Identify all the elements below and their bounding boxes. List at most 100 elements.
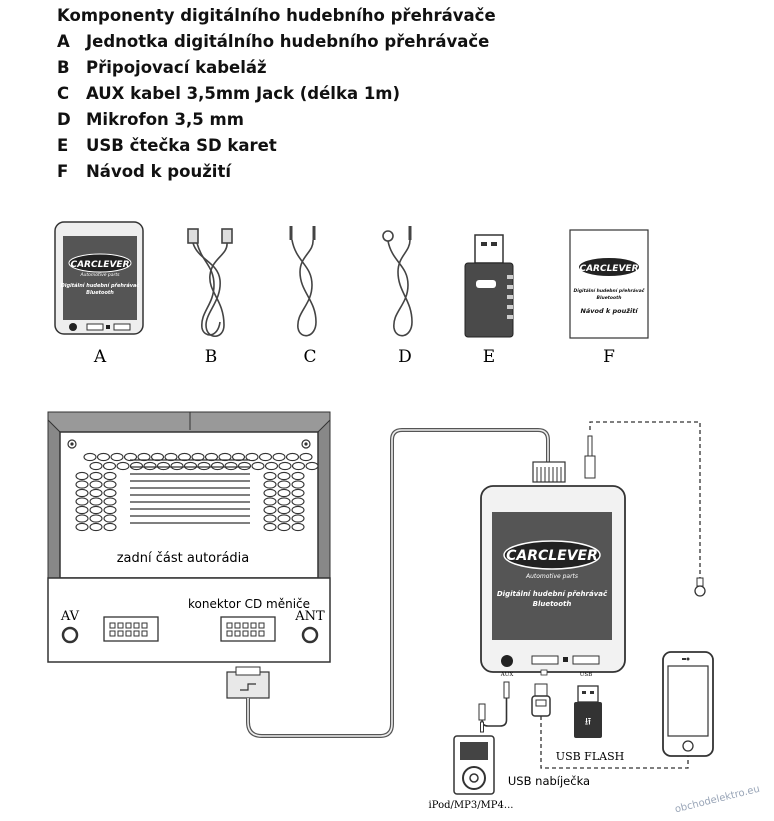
ipod-label: iPod/MP3/MP4... xyxy=(429,800,514,811)
vent-hole xyxy=(272,452,286,462)
vent-hole xyxy=(224,461,238,471)
vent-hole xyxy=(75,480,89,489)
label-a: A xyxy=(93,347,107,367)
vent-hole xyxy=(89,480,103,489)
unit-label-small-line1: Digitální hudební přehrávač xyxy=(61,282,141,289)
ipod-icon xyxy=(453,735,495,795)
vent-hole xyxy=(143,461,157,471)
manual-logo: CARCLEVER xyxy=(579,264,638,274)
unit-label-small-line2: Bluetooth xyxy=(86,290,114,296)
vent-hole xyxy=(75,514,89,523)
vent-hole xyxy=(299,452,313,462)
vent-hole xyxy=(102,461,117,471)
list-item: A Jednotka digitálního hudebního přehráva… xyxy=(57,32,489,58)
vent-hole xyxy=(210,461,225,471)
manual-line1: Digitální hudební přehrávač xyxy=(574,287,645,294)
usb-port xyxy=(572,655,600,665)
page-title: Komponenty digitálního hudebního přehráv… xyxy=(57,6,496,25)
vent-hole xyxy=(277,480,291,489)
charger-port-icon xyxy=(540,669,548,676)
usb-flash-icon: ⭿ xyxy=(574,685,602,738)
component-c-aux-cable xyxy=(289,226,317,337)
antenna-port xyxy=(301,626,319,644)
vent-hole xyxy=(263,497,277,506)
item-letter: A xyxy=(57,32,70,51)
vent-hole xyxy=(305,461,319,471)
vent-hole xyxy=(103,514,117,523)
unit-label-line1: Digitální hudební přehrávač xyxy=(497,590,608,598)
vent-hole xyxy=(263,471,277,481)
vent-hole xyxy=(103,522,117,532)
vent-hole xyxy=(291,514,305,523)
vent-hole xyxy=(263,522,277,532)
vent-hole xyxy=(89,505,103,515)
vent-hole xyxy=(89,471,103,481)
manual-line2: Bluetooth xyxy=(597,295,622,301)
vent-hole xyxy=(291,505,305,515)
component-d-microphone xyxy=(382,226,413,337)
aux-port xyxy=(501,655,513,667)
vent-hole xyxy=(89,497,103,506)
usb-charger-label: USB nabíječka xyxy=(508,774,590,788)
usb-symbol-icon: ⭿ xyxy=(585,717,591,728)
usb-port-label: USB xyxy=(580,672,592,678)
vent-hole xyxy=(263,488,277,498)
unit-brand-tagline: Automotive parts xyxy=(525,573,578,580)
vent-hole xyxy=(103,505,117,515)
item-letter: B xyxy=(57,58,70,77)
vent-hole xyxy=(129,461,144,471)
unit-brand-logo: CARCLEVER xyxy=(506,548,598,564)
vent-hole xyxy=(285,452,300,462)
vent-hole xyxy=(103,497,117,506)
radio-back-label: zadní část autorádia xyxy=(117,551,250,566)
component-f-manual: CARCLEVER Digitální hudební přehrávač Bl… xyxy=(569,229,649,339)
vent-hole xyxy=(75,522,89,532)
list-item: B Připojovací kabeláž xyxy=(57,58,489,84)
microphone-icon xyxy=(694,585,706,597)
vent-hole xyxy=(237,461,252,471)
car-radio: zadní část autorádia AV konektor CD měni… xyxy=(47,411,331,663)
av-label: AV xyxy=(60,609,80,624)
av-port xyxy=(61,626,79,644)
vent-hole xyxy=(103,488,117,498)
component-b-harness-cable xyxy=(187,228,233,338)
item-letter: C xyxy=(57,84,70,103)
iso-connector xyxy=(103,616,159,642)
item-text: Jednotka digitálního hudebního přehrávač… xyxy=(86,32,490,51)
vent-hole xyxy=(277,514,291,523)
vent-hole xyxy=(291,471,305,481)
vent-hole xyxy=(156,461,171,471)
aux-port-label: AUX xyxy=(500,672,514,678)
vent-hole xyxy=(278,461,292,471)
item-text: Připojovací kabeláž xyxy=(86,58,267,77)
player-unit: CARCLEVER Automotive parts Digitální hud… xyxy=(480,485,626,678)
vent-hole xyxy=(197,461,211,471)
cd-connector-label: konektor CD měniče xyxy=(188,597,310,611)
vent-hole xyxy=(258,452,273,462)
vent-hole xyxy=(89,514,103,523)
unit-harness-connector xyxy=(532,461,566,483)
item-text: Mikrofon 3,5 mm xyxy=(86,110,244,129)
vent-hole xyxy=(75,505,89,515)
manual-title: Návod k použití xyxy=(580,307,639,315)
label-d: D xyxy=(398,347,412,367)
cd-connector-plug xyxy=(226,666,270,699)
brand-logo-small: CARCLEVER xyxy=(70,260,129,270)
watermark: obchodelektro.eu xyxy=(674,784,761,816)
vent-hole xyxy=(277,522,291,532)
ant-label: ANT xyxy=(294,609,325,624)
vent-hole xyxy=(116,461,130,471)
vent-hole xyxy=(75,471,89,481)
item-text: AUX kabel 3,5mm Jack (délka 1m) xyxy=(86,84,401,103)
item-letter: E xyxy=(57,136,69,155)
charger-port xyxy=(531,655,559,665)
vent-hole xyxy=(103,471,117,481)
vent-hole xyxy=(110,452,124,462)
component-e-usb-reader xyxy=(464,234,514,338)
vent-hole xyxy=(245,452,259,462)
item-letter: F xyxy=(57,162,69,181)
item-text: Návod k použití xyxy=(86,162,232,181)
cd-changer-connector xyxy=(220,616,276,642)
